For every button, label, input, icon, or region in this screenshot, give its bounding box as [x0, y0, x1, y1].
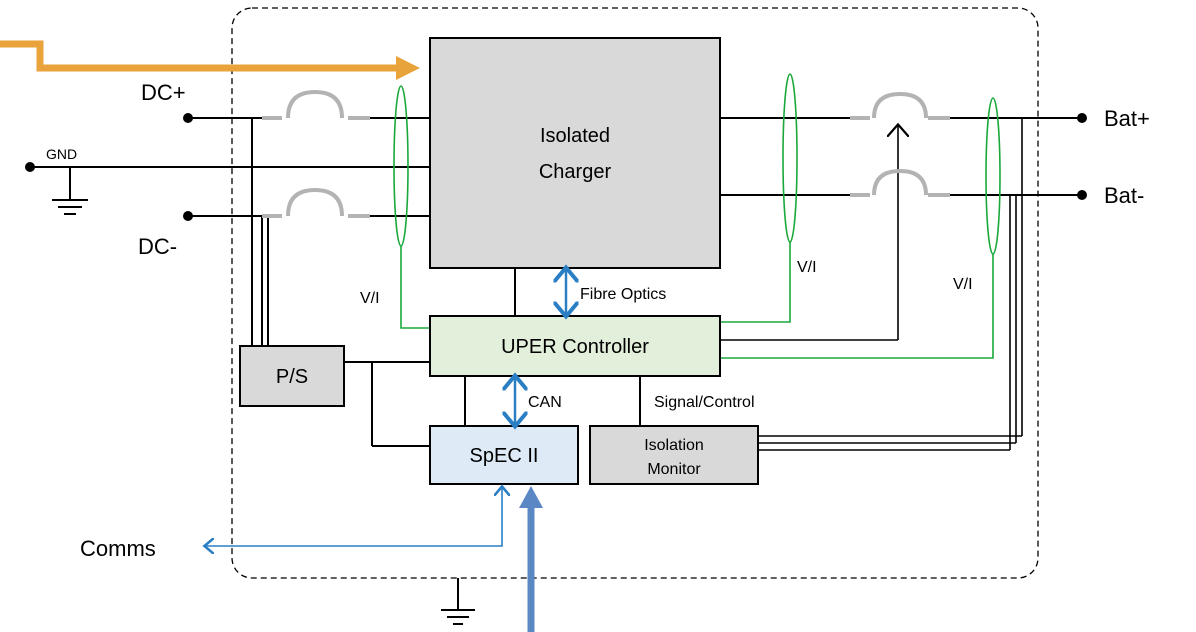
vi-sensor-mid [720, 73, 798, 323]
isolation-label-line1: Isolation [644, 437, 704, 454]
controller-label: UPER Controller [501, 336, 649, 358]
vi-sensor-left [393, 85, 430, 329]
fibre-optics-label: Fibre Optics [580, 286, 666, 303]
vi-mid-label: V/I [797, 259, 817, 276]
comms-link [206, 488, 502, 546]
charger-label-line2: Charger [539, 161, 612, 183]
can-label: CAN [528, 394, 562, 411]
gnd-label: GND [46, 146, 77, 162]
enclosure-boundary [231, 7, 1039, 579]
contactor-control-wire [720, 126, 898, 341]
vi-sensor-right [720, 97, 1001, 359]
bat-plus-contactor [850, 91, 950, 120]
isolation-monitor-block [589, 425, 759, 485]
isolation-label-line2: Monitor [647, 461, 701, 478]
isolation-sense-wires [758, 118, 1023, 451]
dc-minus-fuse [262, 187, 370, 218]
dc-plus-terminal [183, 113, 193, 123]
bat-minus-contactor [850, 168, 950, 197]
charger-label-line1: Isolated [540, 125, 610, 147]
isolated-charger-block [429, 37, 721, 269]
ps-output-wires [344, 361, 430, 447]
blue-input-arrow [519, 486, 543, 632]
power-supply-label: P/S [276, 366, 308, 388]
dc-minus-terminal [183, 211, 193, 221]
chassis-ground-symbol [441, 578, 475, 625]
orange-input-arrow [0, 40, 420, 80]
power-supply-block [239, 345, 345, 407]
ps-feed-wires [251, 118, 269, 346]
uper-controller-block [429, 315, 721, 377]
dc-minus-label: DC- [138, 234, 177, 259]
bat-plus-label: Bat+ [1104, 106, 1150, 131]
bat-plus-terminal [1077, 113, 1087, 123]
spec-ii-block [429, 425, 579, 485]
bat-minus-terminal [1077, 190, 1087, 200]
gnd-terminal [25, 162, 35, 172]
dc-plus-fuse [262, 89, 370, 120]
vi-left-label: V/I [360, 290, 380, 307]
gnd-wire [30, 166, 430, 215]
bat-minus-label: Bat- [1104, 183, 1144, 208]
signal-control-label: Signal/Control [654, 394, 755, 411]
comms-label: Comms [80, 536, 156, 561]
spec-label: SpEC II [470, 445, 539, 467]
vi-right-label: V/I [953, 276, 973, 293]
dc-plus-label: DC+ [141, 80, 186, 105]
